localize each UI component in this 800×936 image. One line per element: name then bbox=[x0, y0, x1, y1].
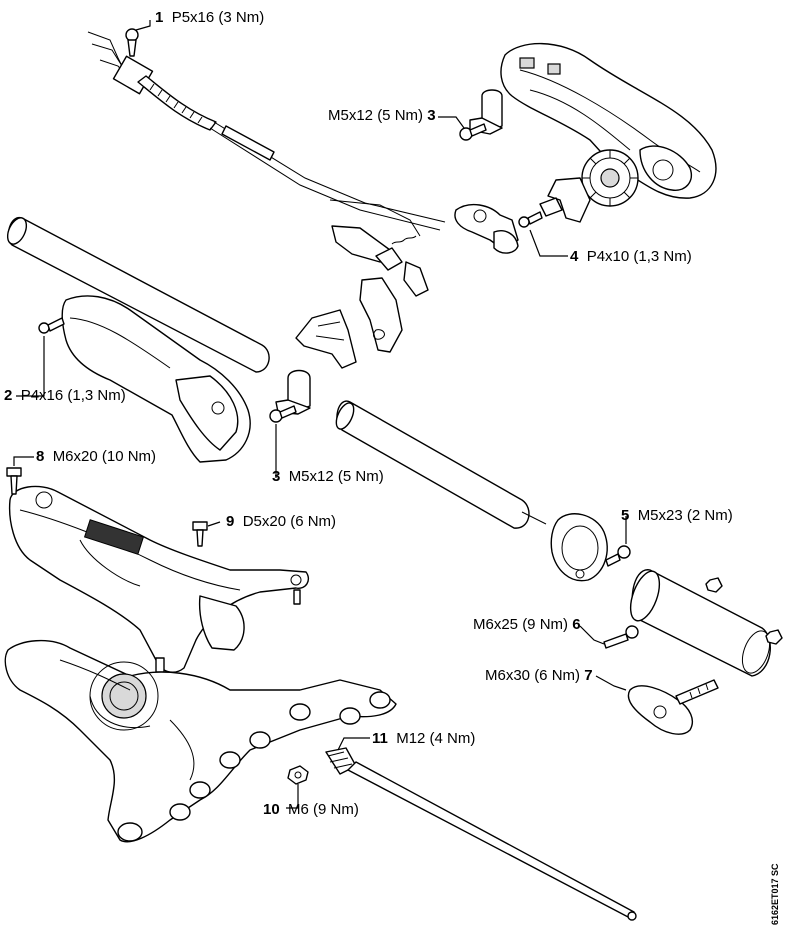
callout-1: 1 P5x16 (3 Nm) bbox=[155, 9, 265, 26]
callout-11: 11 M12 (4 Nm) bbox=[372, 730, 476, 747]
callout-2: 2 P4x16 (1,3 Nm) bbox=[4, 387, 126, 404]
leader-lines bbox=[13, 20, 627, 809]
callout-3-bottom: 3 M5x12 (5 Nm) bbox=[272, 468, 384, 485]
callout-5: 5 M5x23 (2 Nm) bbox=[621, 507, 733, 524]
callout-8: 8 M6x20 (10 Nm) bbox=[36, 448, 157, 465]
callout-6: M6x25 (9 Nm) 6 bbox=[473, 616, 581, 633]
handle-tube-upper bbox=[6, 217, 270, 373]
drive-shaft bbox=[325, 747, 637, 921]
wiring-harness bbox=[87, 31, 446, 237]
handle-moulding bbox=[61, 295, 251, 463]
callout-3-top: M5x12 (5 Nm) 3 bbox=[328, 107, 436, 124]
handle-tube-lower bbox=[335, 400, 547, 529]
clamp-middle bbox=[275, 369, 311, 415]
gear-housing-cover bbox=[8, 485, 310, 673]
document-code: 6162ET017 SC bbox=[770, 863, 780, 925]
gearbox-base bbox=[4, 639, 397, 843]
wing-screw bbox=[627, 679, 719, 735]
stop-lever bbox=[295, 277, 403, 369]
control-handle-housing bbox=[500, 42, 717, 199]
ratchet-wheel bbox=[581, 149, 639, 207]
callout-9: 9 D5x20 (6 Nm) bbox=[226, 513, 337, 530]
fasteners bbox=[6, 28, 639, 785]
switch-lever bbox=[331, 225, 429, 297]
callout-10: 10 M6 (9 Nm) bbox=[263, 801, 359, 818]
throttle-trigger bbox=[454, 177, 591, 254]
clamp-tube bbox=[629, 569, 783, 677]
callout-4: 4 P4x10 (1,3 Nm) bbox=[570, 248, 692, 265]
swivel-ring bbox=[550, 513, 608, 582]
callout-7: M6x30 (6 Nm) 7 bbox=[485, 667, 593, 684]
